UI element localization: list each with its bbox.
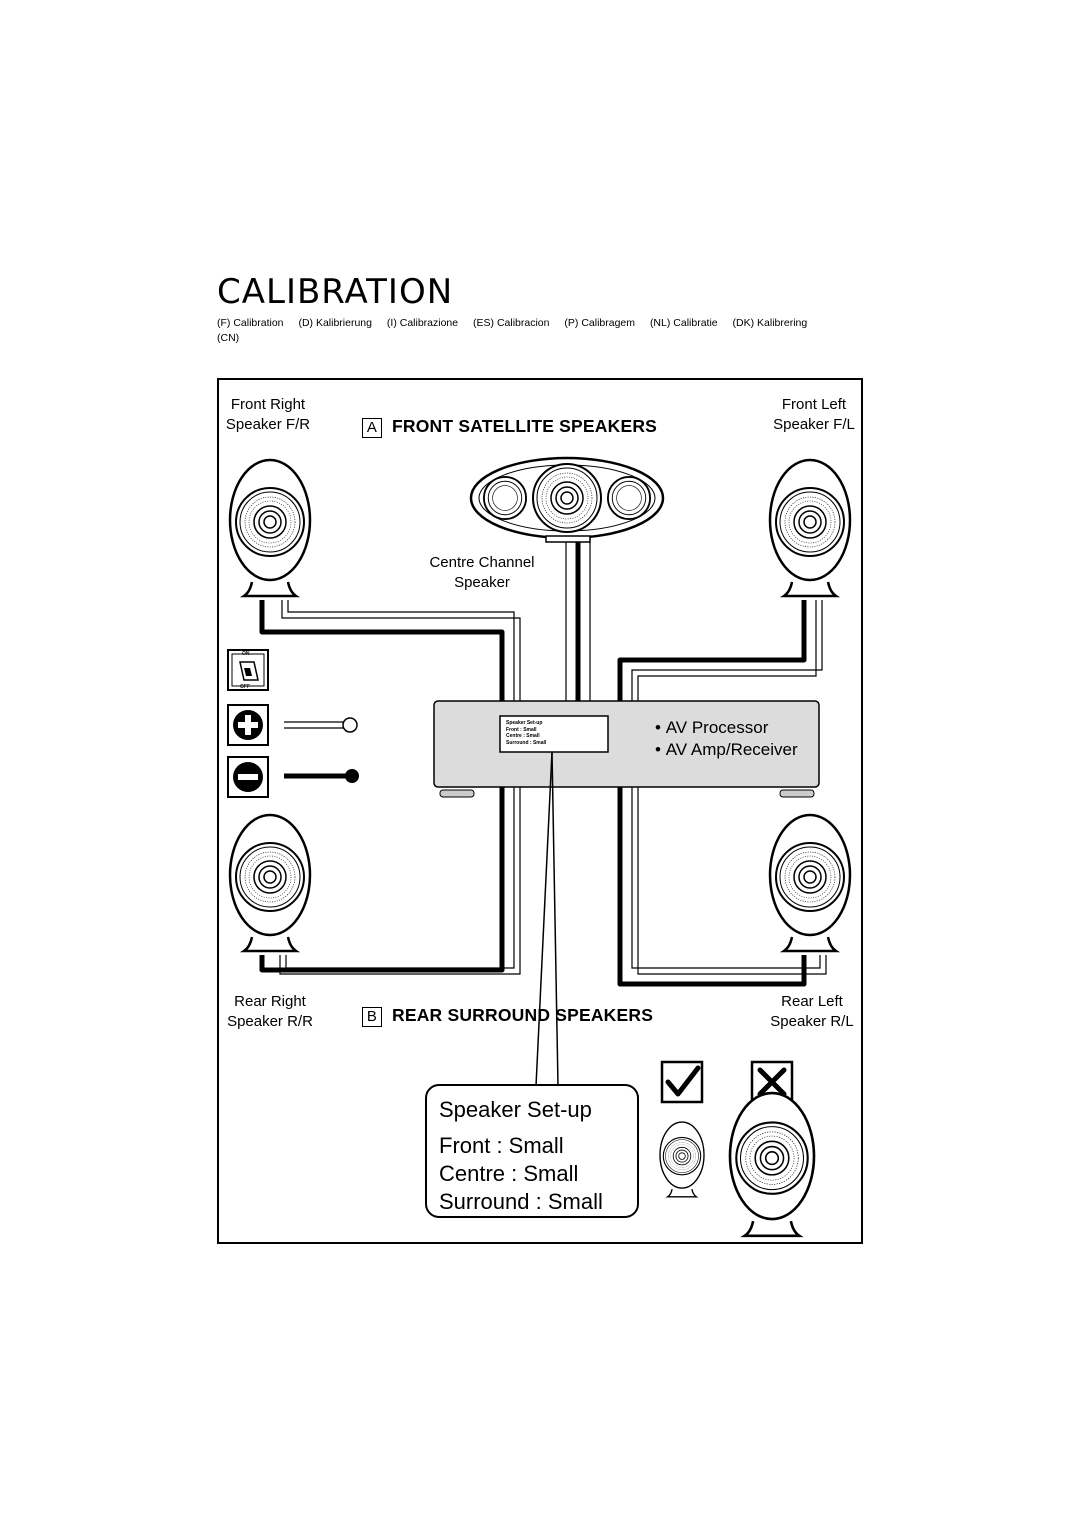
callout-surround: Surround : Small: [439, 1189, 603, 1214]
lang-de: (D) Kalibrierung: [298, 317, 372, 329]
switch-on-label: ON: [242, 651, 250, 657]
display-line2: Front : Small: [506, 726, 537, 733]
switch-off-label: OFF: [240, 684, 250, 690]
speaker-setup-callout: Speaker Set-up Front : Small Centre : Sm…: [425, 1084, 639, 1218]
section-b-label: REAR SURROUND SPEAKERS: [392, 1005, 654, 1025]
rear-left-label: Rear Left Speaker R/L: [760, 992, 864, 1032]
front-right-line2: Speaker F/R: [225, 416, 311, 433]
lang-it: (I) Calibrazione: [386, 317, 459, 329]
centre-speaker-icon: [469, 456, 665, 543]
positive-icon: [227, 704, 269, 746]
check-mark-icon: [660, 1060, 704, 1104]
front-left-line2: Speaker F/L: [773, 416, 855, 433]
display-line4: Surround : Small: [506, 739, 547, 746]
processor-bullet-1: • AV Processor: [655, 718, 769, 737]
display-line1: Speaker Set-up: [506, 720, 543, 726]
rear-left-line2: Speaker R/L: [770, 1013, 854, 1030]
section-a-label: FRONT SATELLITE SPEAKERS: [392, 416, 658, 436]
lang-cn: (CN): [217, 332, 240, 344]
processor-bullet-1-text: AV Processor: [665, 718, 769, 737]
lang-fr: (F) Calibration: [217, 317, 284, 329]
av-processor-box: [433, 700, 820, 798]
negative-icon: [227, 756, 269, 798]
section-a-letter: A: [362, 418, 382, 438]
language-list: (F) Calibration (D) Kalibrierung (I) Cal…: [217, 316, 837, 346]
rear-right-speaker-icon: [230, 815, 310, 951]
callout-leader: [535, 751, 559, 1087]
processor-bullet-2-text: AV Amp/Receiver: [665, 740, 798, 759]
display-line3: Centre : Small: [506, 733, 540, 739]
processor-bullet-2: • AV Amp/Receiver: [655, 740, 798, 759]
callout-front: Front : Small: [439, 1133, 564, 1158]
processor-display: Speaker Set-up Front : Small Centre : Sm…: [506, 720, 546, 746]
centre-line2: Speaker: [454, 574, 510, 591]
centre-line1: Centre Channel: [429, 554, 535, 571]
lang-es: (ES) Calibracion: [473, 317, 550, 329]
section-a-heading: A FRONT SATELLITE SPEAKERS: [362, 416, 657, 438]
callout-title: Speaker Set-up: [439, 1097, 592, 1122]
section-b-heading: B REAR SURROUND SPEAKERS: [362, 1005, 653, 1027]
rear-right-label: Rear Right Speaker R/R: [218, 992, 322, 1032]
negative-terminal-icon: [345, 769, 359, 783]
rear-left-line1: Rear Left: [781, 993, 843, 1010]
lang-dk: (DK) Kalibrering: [732, 317, 808, 329]
front-right-line1: Front Right: [230, 396, 306, 413]
large-speaker-icon: [730, 1093, 814, 1236]
front-right-speaker-icon: [230, 460, 310, 596]
power-switch-icon[interactable]: [227, 649, 269, 691]
lang-nl: (NL) Calibratie: [649, 317, 718, 329]
rear-left-speaker-icon: [770, 815, 850, 951]
front-right-label: Front Right Speaker F/R: [218, 395, 318, 435]
rear-right-line1: Rear Right: [234, 993, 306, 1010]
section-b-letter: B: [362, 1007, 382, 1027]
lang-pt: (P) Calibragem: [564, 317, 636, 329]
front-left-speaker-icon: [770, 460, 850, 596]
page-title: Calibration: [217, 272, 454, 312]
positive-terminal-icon: [342, 717, 358, 733]
small-speaker-icon: [660, 1122, 704, 1197]
front-left-line1: Front Left: [781, 396, 847, 413]
rear-right-line2: Speaker R/R: [227, 1013, 313, 1030]
centre-label: Centre Channel Speaker: [415, 553, 549, 593]
front-left-label: Front Left Speaker F/L: [762, 395, 866, 435]
callout-centre: Centre : Small: [439, 1161, 579, 1186]
negative-wires: [259, 538, 807, 987]
diagram-frame: [217, 378, 863, 1244]
